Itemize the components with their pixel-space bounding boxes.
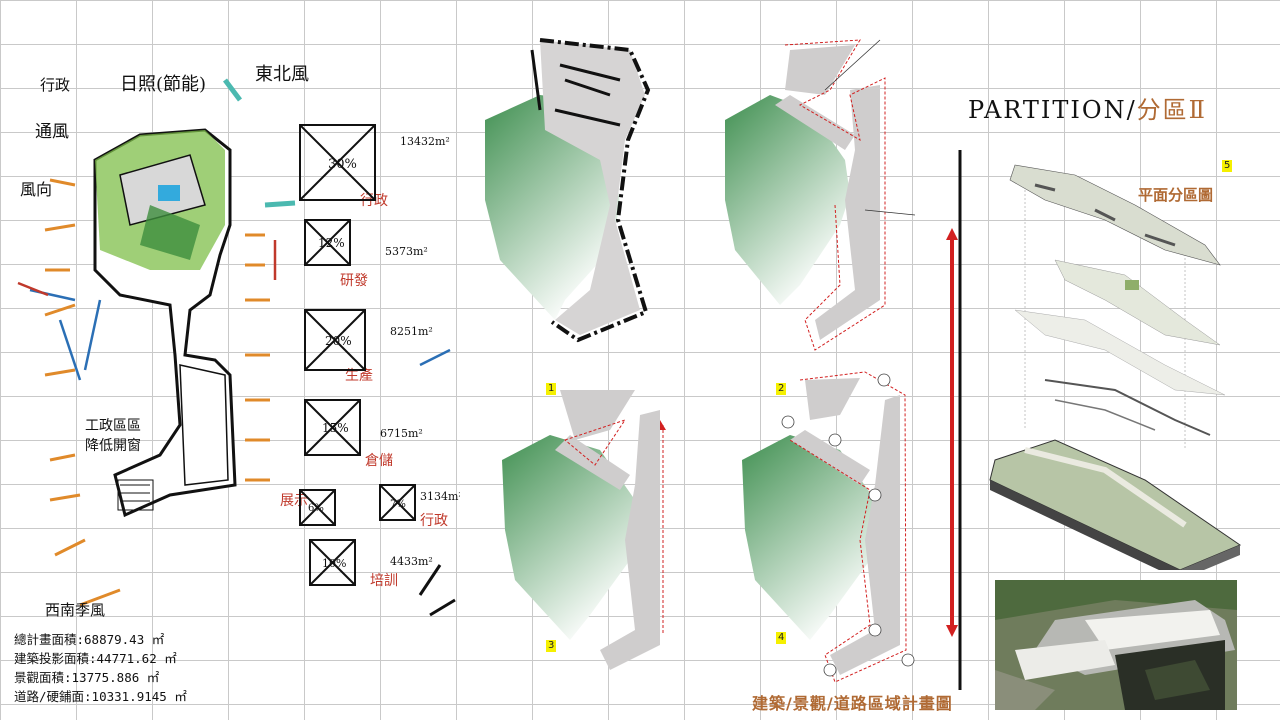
stat-landscape-area: 景觀面積:13775.886 ㎡ [14, 670, 160, 685]
site-outline [93, 128, 237, 518]
svg-text:3134m²: 3134m² [420, 490, 460, 503]
svg-text:6%: 6% [308, 503, 324, 514]
svg-text:15%: 15% [322, 421, 349, 435]
svg-text:5373m²: 5373m² [385, 245, 428, 258]
svg-text:風向: 風向 [20, 180, 52, 199]
svg-text:10%: 10% [322, 557, 346, 570]
site-sketch: 行政 日照(節能) 東北風 通風 風向 工政區區 降低開窗 西南季風 行政 研發… [17, 64, 460, 619]
badge-5: 5 [1222, 160, 1233, 172]
svg-text:工政區區: 工政區區 [85, 418, 141, 434]
svg-text:日照(節能): 日照(節能) [120, 74, 206, 95]
proportion-labels: 30% 12% 20% 15% 6% 7% 10% [308, 157, 406, 570]
stat-building-area: 建築投影面積:44771.62 ㎡ [14, 651, 177, 666]
proportion-boxes [299, 124, 416, 586]
svg-text:6715m²: 6715m² [380, 427, 423, 440]
page-title: PARTITION/分區Ⅱ [968, 96, 1207, 124]
svg-text:降低開窗: 降低開窗 [85, 437, 141, 454]
area-statistics: 總計畫面積:68879.43 ㎡ 建築投影面積:44771.62 ㎡ 景觀面積:… [14, 630, 187, 706]
svg-text:研發: 研發 [340, 273, 368, 289]
sketch-labels: 行政 日照(節能) 東北風 通風 風向 工政區區 降低開窗 西南季風 行政 研發… [20, 64, 460, 619]
svg-text:30%: 30% [328, 157, 357, 172]
blue-arrows [29, 288, 451, 381]
diagram-buildings [725, 39, 916, 351]
wind-arrows [44, 178, 270, 607]
svg-text:培訓: 培訓 [370, 573, 398, 589]
exploded-axonometric [989, 164, 1242, 570]
svg-text:7%: 7% [390, 499, 406, 510]
cool-arrows [223, 78, 296, 208]
svg-text:20%: 20% [325, 334, 352, 348]
diagram-zone-1-3 [502, 390, 666, 670]
svg-text:4433m²: 4433m² [390, 555, 433, 568]
diagram-combined [485, 38, 651, 343]
svg-text:東北風: 東北風 [255, 64, 309, 85]
svg-text:12%: 12% [318, 236, 345, 250]
svg-text:13432m²: 13432m² [400, 135, 450, 148]
partition-diagrams [485, 38, 916, 683]
svg-text:行政: 行政 [420, 513, 448, 529]
branch-sketch [418, 564, 456, 617]
svg-text:倉儲: 倉儲 [365, 453, 393, 469]
badge-3: 3 [546, 640, 557, 652]
render-image [995, 580, 1237, 710]
badge-4: 4 [776, 632, 787, 644]
bottom-title: 建築/景觀/道路區域計畫圖 [752, 694, 953, 713]
svg-text:8251m²: 8251m² [390, 325, 433, 338]
vertical-divider [946, 150, 962, 690]
red-arrows [17, 240, 277, 297]
svg-text:西南季風: 西南季風 [45, 601, 105, 619]
svg-text:展示: 展示 [280, 493, 308, 509]
badge-1: 1 [546, 383, 557, 395]
svg-text:行政: 行政 [40, 76, 70, 94]
plan-subtitle: 平面分區圖 [1138, 186, 1214, 204]
stat-road-area: 道路/硬鋪面:10331.9145 ㎡ [14, 689, 187, 704]
badge-2: 2 [776, 383, 787, 395]
diagram-zone-2-4 [742, 371, 915, 683]
svg-text:生產: 生產 [345, 367, 373, 384]
svg-text:通風: 通風 [35, 122, 69, 142]
stat-total-area: 總計畫面積:68879.43 ㎡ [14, 632, 165, 647]
